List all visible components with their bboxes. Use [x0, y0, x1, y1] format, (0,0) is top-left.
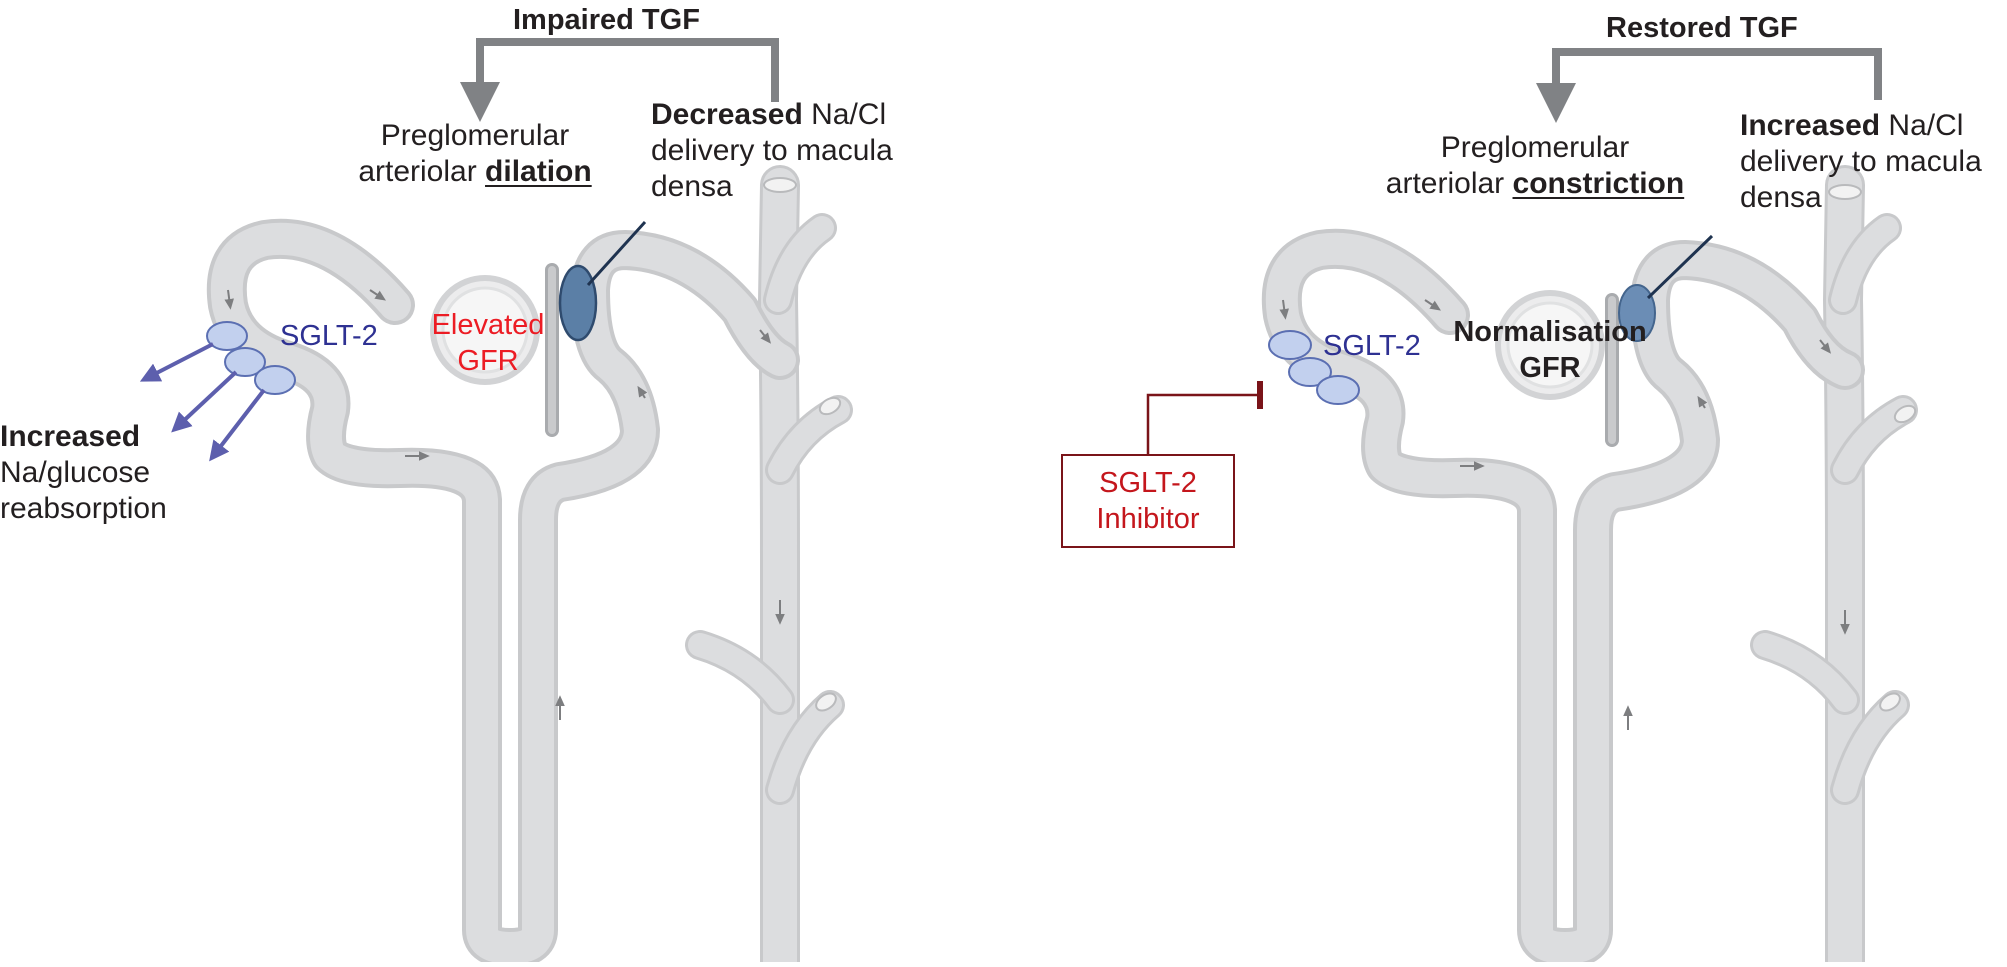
left-reabs-line3: reabsorption — [0, 492, 167, 525]
left-pre-line1: Preglomerular — [380, 119, 570, 152]
right-collecting-duct — [1750, 165, 1918, 967]
right-feedback-arrow — [1536, 48, 1882, 123]
left-reabsorption-arrows — [139, 342, 266, 462]
right-tgf-label: Restored TGF — [1606, 12, 1798, 44]
right-preglomerular-label: Preglomerular arteriolar constriction — [1385, 130, 1685, 202]
left-sglt2-label: SGLT-2 — [280, 320, 378, 352]
inhibitor-line1: SGLT-2 — [1099, 467, 1197, 499]
left-delivery-line3: densa — [651, 170, 733, 203]
left-tgf-label: Impaired TGF — [513, 4, 700, 36]
right-delivery-line1: Increased Na/Cl — [1740, 108, 1982, 144]
sglt2-inhibitor-box: SGLT-2 Inhibitor — [1061, 454, 1235, 548]
left-preglomerular-label: Preglomerular arteriolar dilation — [355, 118, 595, 190]
left-delivery-line1: Decreased Na/Cl — [651, 97, 893, 133]
right-gfr-label: Normalisation GFR — [1437, 314, 1663, 386]
left-sglt2-transporters — [206, 321, 296, 395]
right-pre-line2: arteriolar constriction — [1385, 166, 1685, 202]
inhibitor-line2: Inhibitor — [1096, 503, 1200, 535]
inhibitor-connector — [1146, 381, 1263, 454]
left-decreased-word: Decreased — [651, 98, 803, 131]
right-delivery-label: Increased Na/Cl delivery to macula densa — [1740, 108, 1982, 216]
left-macula-densa — [558, 264, 598, 342]
right-pre-line1: Preglomerular — [1440, 131, 1630, 164]
left-gfr-label: Elevated GFR — [418, 307, 558, 379]
right-sglt2-transporters — [1268, 330, 1360, 405]
left-pre-line2-prefix: arteriolar — [358, 155, 486, 188]
left-nephron — [139, 38, 853, 967]
left-flow-arrows — [224, 289, 785, 720]
right-flow-arrows — [1279, 299, 1850, 730]
left-collecting-duct — [685, 165, 853, 967]
left-reabs-line2: Na/glucose — [0, 456, 151, 489]
right-increased-word: Increased — [1740, 109, 1881, 142]
right-delivery-line2: delivery to macula — [1740, 145, 1982, 178]
left-macula-pointer — [586, 220, 647, 287]
right-pre-line2-prefix: arteriolar — [1385, 167, 1513, 200]
right-nephron — [1146, 48, 1918, 967]
left-delivery-line1-rest: Na/Cl — [802, 98, 887, 131]
right-macula-densa — [1618, 284, 1656, 342]
right-glomerulus — [1495, 290, 1605, 400]
right-sglt2-label: SGLT-2 — [1323, 330, 1421, 362]
right-gfr-line2: GFR — [1519, 352, 1581, 384]
inhibitor-text: SGLT-2 Inhibitor — [1063, 465, 1233, 537]
left-dilation-word: dilation — [485, 155, 592, 188]
left-gfr-line2: GFR — [457, 345, 519, 377]
left-reabsorption-label: Increased Na/glucose reabsorption — [0, 419, 167, 527]
left-delivery-label: Decreased Na/Cl delivery to macula densa — [651, 97, 893, 205]
right-delivery-line1-rest: Na/Cl — [1880, 109, 1964, 142]
right-delivery-line3: densa — [1740, 181, 1822, 214]
left-reabs-line1: Increased — [0, 420, 141, 453]
left-feedback-arrow — [460, 38, 779, 122]
left-delivery-line2: delivery to macula — [651, 134, 893, 167]
right-gfr-line1: Normalisation — [1453, 316, 1647, 348]
right-macula-pointer — [1646, 234, 1714, 300]
left-glomerulus — [430, 275, 540, 385]
right-constriction-word: constriction — [1512, 167, 1685, 200]
left-gfr-line1: Elevated — [431, 309, 545, 341]
left-pre-line2: arteriolar dilation — [355, 154, 595, 190]
